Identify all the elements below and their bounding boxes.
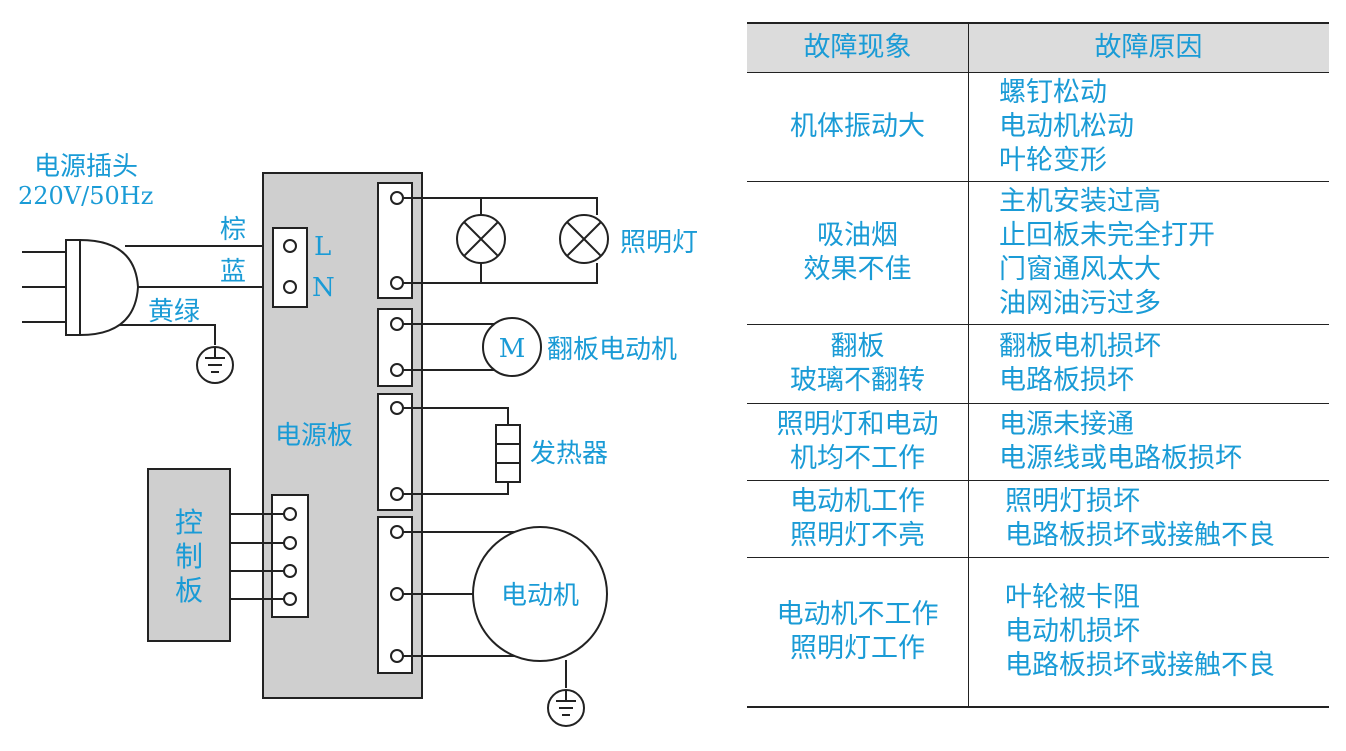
table-top-rule xyxy=(747,22,1329,24)
motor-symbol: M xyxy=(499,334,526,364)
heater-icon xyxy=(495,424,521,483)
table-row: 吸油烟 效果不佳 主机安装过高 止回板未完全打开 门窗通风太大 油网油污过多 xyxy=(747,182,1329,325)
symptom-cell: 照明灯和电动 机均不工作 xyxy=(776,409,939,474)
wire-blue-label: 蓝 xyxy=(220,257,246,287)
wire-yellow-green-label: 黄绿 xyxy=(148,297,200,327)
symptom-cell: 翻板 玻璃不翻转 xyxy=(790,331,925,396)
table-row: 照明灯和电动 机均不工作 电源未接通 电源线或电路板损坏 xyxy=(747,404,1329,481)
cause-cell: 翻板电机损坏 电路板损坏 xyxy=(999,331,1161,396)
table-row: 翻板 玻璃不翻转 翻板电机损坏 电路板损坏 xyxy=(747,325,1329,404)
ln-terminal-block xyxy=(272,227,308,308)
table-row: 电动机不工作 照明灯工作 叶轮被卡阻 电动机损坏 电路板损坏或接触不良 xyxy=(747,558,1329,708)
ground-icon xyxy=(547,689,585,727)
main-motor-label: 电动机 xyxy=(501,581,579,611)
symptom-cell: 吸油烟 效果不佳 xyxy=(803,220,912,285)
cause-cell: 叶轮被卡阻 电动机损坏 电路板损坏或接触不良 xyxy=(1005,582,1275,681)
lamp-label: 照明灯 xyxy=(620,228,698,258)
control-terminal-block xyxy=(271,494,309,618)
power-board-label: 电源板 xyxy=(275,421,353,451)
plug-rating: 220V/50Hz xyxy=(18,182,153,210)
control-board-label: 制 xyxy=(175,540,203,573)
header-cause: 故障原因 xyxy=(1094,32,1203,63)
header-symptom: 故障现象 xyxy=(803,32,912,63)
symptom-cell: 机体振动大 xyxy=(790,111,925,142)
table-row: 机体振动大 螺钉松动 电动机松动 叶轮变形 xyxy=(747,73,1329,182)
wiring-diagram: 电源插头 220V/50Hz 棕 蓝 黄绿 L N 电源板 照明灯 M 翻板电动… xyxy=(18,152,698,727)
control-board xyxy=(147,468,231,642)
cause-cell: 电源未接通 电源线或电路板损坏 xyxy=(999,409,1242,474)
main-motor-icon xyxy=(472,526,608,662)
cause-cell: 照明灯损坏 电路板损坏或接触不良 xyxy=(1005,486,1275,551)
control-board-label: 控 xyxy=(175,506,203,539)
cause-cell: 主机安装过高 止回板未完全打开 门窗通风太大 油网油污过多 xyxy=(999,186,1215,319)
cause-cell: 螺钉松动 电动机松动 叶轮变形 xyxy=(999,77,1134,176)
heater-terminal-block xyxy=(377,393,413,511)
lamp-icon xyxy=(559,214,609,264)
lamp-terminal-block xyxy=(377,182,413,299)
control-board-label: 板 xyxy=(175,574,203,607)
lamp-icon xyxy=(456,214,506,264)
table-header: 故障现象 故障原因 xyxy=(747,24,1329,73)
power-plug xyxy=(22,238,140,337)
terminal-l-label: L xyxy=(314,232,331,262)
symptom-cell: 电动机工作 照明灯不亮 xyxy=(790,486,925,551)
wire-brown-label: 棕 xyxy=(220,215,246,245)
ground-icon xyxy=(196,346,234,384)
column-divider xyxy=(968,24,969,708)
table-row: 电动机工作 照明灯不亮 照明灯损坏 电路板损坏或接触不良 xyxy=(747,481,1329,558)
terminal-n-label: N xyxy=(312,273,335,303)
flap-motor-label: 翻板电动机 xyxy=(547,335,677,365)
flap-motor-terminal-block xyxy=(377,308,413,387)
heater-label: 发热器 xyxy=(530,439,608,469)
fault-table: 故障现象 故障原因 机体振动大 螺钉松动 电动机松动 叶轮变形 吸油烟 效果不佳… xyxy=(747,22,1329,708)
symptom-cell: 电动机不工作 照明灯工作 xyxy=(776,599,939,664)
plug-title: 电源插头 xyxy=(34,152,138,182)
flap-motor-icon xyxy=(482,317,542,377)
